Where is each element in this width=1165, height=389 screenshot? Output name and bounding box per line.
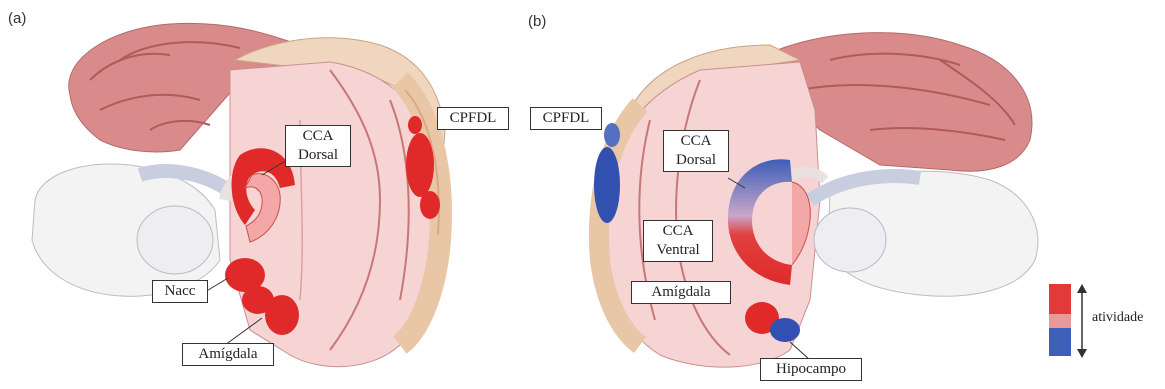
activity-legend [1049, 284, 1087, 358]
panel-a-brain [32, 23, 445, 366]
panel-b-label-cca-ventral-line2: Ventral [650, 241, 706, 260]
panel-b-label-amigdala: Amígdala [631, 281, 731, 304]
panel-b-hippocampus-deactivation [770, 318, 800, 342]
panel-a-label-cpfdl: CPFDL [437, 107, 509, 130]
panel-b-label-cpfdl: CPFDL [530, 107, 602, 130]
legend-label: atividade [1092, 310, 1143, 326]
panel-a-dlpfc-activation [406, 133, 434, 197]
panel-b-label-cca-dorsal-line1: CCA [670, 132, 722, 151]
panel-a-amygdala-activation [265, 295, 299, 335]
panel-b-brain [594, 33, 1038, 368]
panel-a-label-cca-dorsal: CCA Dorsal [285, 125, 351, 167]
panel-a-label-nacc: Nacc [152, 280, 208, 303]
panel-a-label-cca-dorsal-line1: CCA [292, 127, 344, 146]
panel-b-label-hipocampo: Hipocampo [760, 358, 862, 381]
panel-b-label-cca-dorsal-line2: Dorsal [670, 151, 722, 170]
panel-a-label-amigdala: Amígdala [182, 343, 274, 366]
panel-b-label-cca-ventral: CCA Ventral [643, 220, 713, 262]
panel-b-dlpfc-deactivation [594, 147, 620, 223]
panel-a-label-cca-dorsal-line2: Dorsal [292, 146, 344, 165]
panel-b-label-cca-ventral-line1: CCA [650, 222, 706, 241]
panel-b-label-cca-dorsal: CCA Dorsal [663, 130, 729, 172]
